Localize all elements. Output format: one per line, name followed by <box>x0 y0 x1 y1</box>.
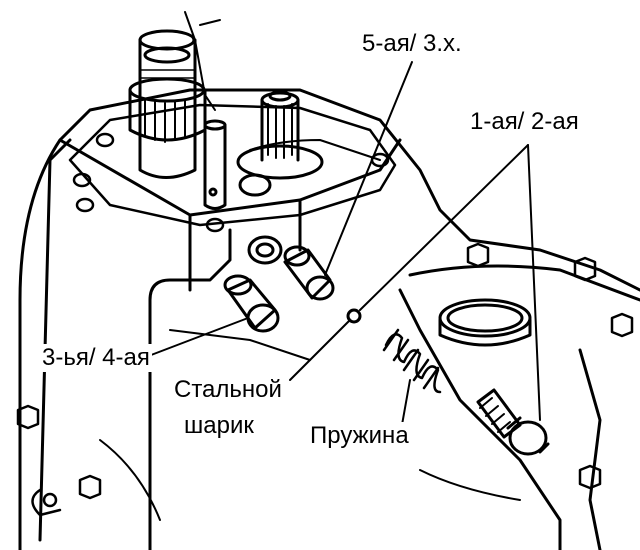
bolt-hole <box>95 132 115 148</box>
leader-ball <box>289 319 351 381</box>
input-shaft <box>128 11 221 179</box>
output-shaft <box>236 90 381 180</box>
plug-5th-reverse <box>283 245 335 301</box>
transmission-housing <box>18 88 640 550</box>
output-seal <box>438 298 532 347</box>
label-spring: Пружина <box>308 422 411 450</box>
top-flange <box>68 103 397 233</box>
label-steel-ball-line1: Стальной <box>172 376 284 404</box>
bolt-hole <box>75 197 95 213</box>
label-3rd-4th: 3-ья/ 4-ая <box>40 344 152 372</box>
bolt-1st-2nd <box>476 388 550 456</box>
leader-lines <box>137 61 541 437</box>
label-1st-2nd: 1-ая/ 2-ая <box>468 108 581 136</box>
label-steel-ball-line2: шарик <box>182 412 256 440</box>
bolt-hole <box>72 172 92 188</box>
label-5th-reverse: 5-ая/ 3.х. <box>360 30 464 58</box>
spring <box>382 328 442 394</box>
leader-1-2-to-ball <box>359 144 529 311</box>
housing-bolts <box>16 242 634 517</box>
detent-bores <box>238 173 283 265</box>
leader-1-2-to-bolt <box>527 144 541 421</box>
shift-rod <box>203 119 227 210</box>
steel-ball <box>346 308 362 324</box>
bolt-hole <box>205 217 225 233</box>
leader-5th-reverse <box>324 61 413 276</box>
leader-3-4 <box>137 317 249 361</box>
